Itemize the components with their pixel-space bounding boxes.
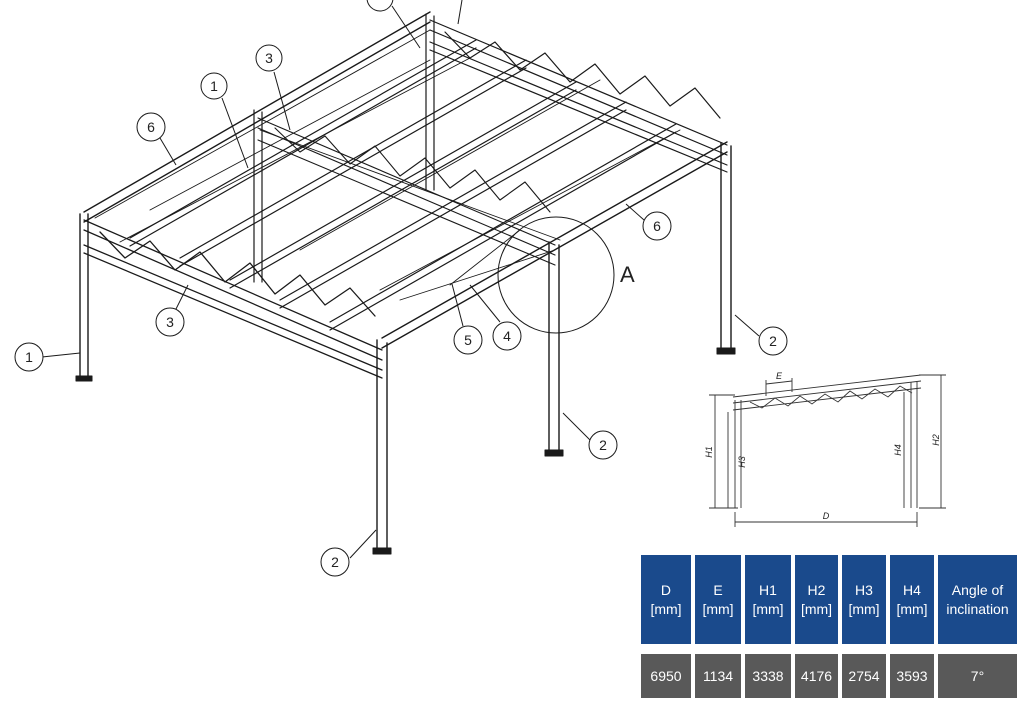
dim-h3: H3 bbox=[737, 456, 747, 468]
callout: 3 bbox=[255, 44, 291, 131]
header-h2: H2[mm] bbox=[795, 555, 838, 644]
svg-text:4: 4 bbox=[503, 328, 511, 344]
callout: 2 bbox=[562, 412, 618, 460]
detail-label: A bbox=[620, 262, 635, 287]
dim-e: E bbox=[776, 371, 783, 381]
dim-d: D bbox=[823, 511, 830, 521]
svg-text:5: 5 bbox=[464, 332, 472, 348]
value-angle: 7° bbox=[938, 654, 1017, 698]
truss-middle bbox=[257, 117, 556, 266]
post-front-left bbox=[75, 213, 93, 382]
header-h1: H1[mm] bbox=[745, 555, 791, 644]
callout: 2 bbox=[320, 529, 377, 577]
value-e: 1134 bbox=[695, 654, 741, 698]
svg-text:6: 6 bbox=[147, 119, 155, 135]
dim-h1: H1 bbox=[704, 446, 714, 458]
post-back-right bbox=[716, 142, 736, 355]
svg-text:1: 1 bbox=[210, 78, 218, 94]
truss-back bbox=[429, 19, 728, 173]
header-d: D[mm] bbox=[641, 555, 691, 644]
header-h3: H3[mm] bbox=[842, 555, 886, 644]
callout: 5 bbox=[451, 283, 483, 355]
callout: 6 bbox=[625, 203, 672, 241]
svg-text:6: 6 bbox=[653, 218, 661, 234]
post-middle-right bbox=[544, 241, 564, 457]
header-h4: H4[mm] bbox=[890, 555, 934, 644]
truss-front bbox=[83, 219, 383, 379]
elevation-sketch bbox=[709, 374, 946, 527]
value-h3: 2754 bbox=[842, 654, 886, 698]
svg-text:3: 3 bbox=[166, 314, 174, 330]
elevation-labels: E H1 H3 H4 H2 D bbox=[704, 371, 941, 521]
svg-text:2: 2 bbox=[769, 333, 777, 349]
post-back-left bbox=[253, 109, 263, 283]
callout: 6 bbox=[136, 112, 177, 166]
svg-text:3: 3 bbox=[265, 50, 273, 66]
value-h2: 4176 bbox=[795, 654, 838, 698]
callout: 1 bbox=[14, 342, 81, 372]
detail-circle-a: A bbox=[497, 216, 635, 334]
callout: 1 bbox=[200, 72, 249, 169]
dim-h2: H2 bbox=[931, 434, 941, 446]
value-d: 6950 bbox=[641, 654, 691, 698]
callout: 2 bbox=[734, 314, 788, 356]
value-h4: 3593 bbox=[890, 654, 934, 698]
purlins bbox=[129, 39, 677, 331]
callout-partial bbox=[366, 0, 463, 49]
bracing bbox=[94, 29, 681, 301]
header-e: E[mm] bbox=[695, 555, 741, 644]
value-h1: 3338 bbox=[745, 654, 791, 698]
svg-text:2: 2 bbox=[599, 437, 607, 453]
post-front-right bbox=[372, 339, 392, 555]
beam-left-side bbox=[83, 11, 431, 223]
svg-text:2: 2 bbox=[331, 554, 339, 570]
post-back-center bbox=[425, 13, 435, 191]
dim-h4: H4 bbox=[893, 444, 903, 456]
svg-text:1: 1 bbox=[25, 349, 33, 365]
callout: 4 bbox=[469, 284, 522, 351]
callout: 3 bbox=[155, 284, 189, 337]
